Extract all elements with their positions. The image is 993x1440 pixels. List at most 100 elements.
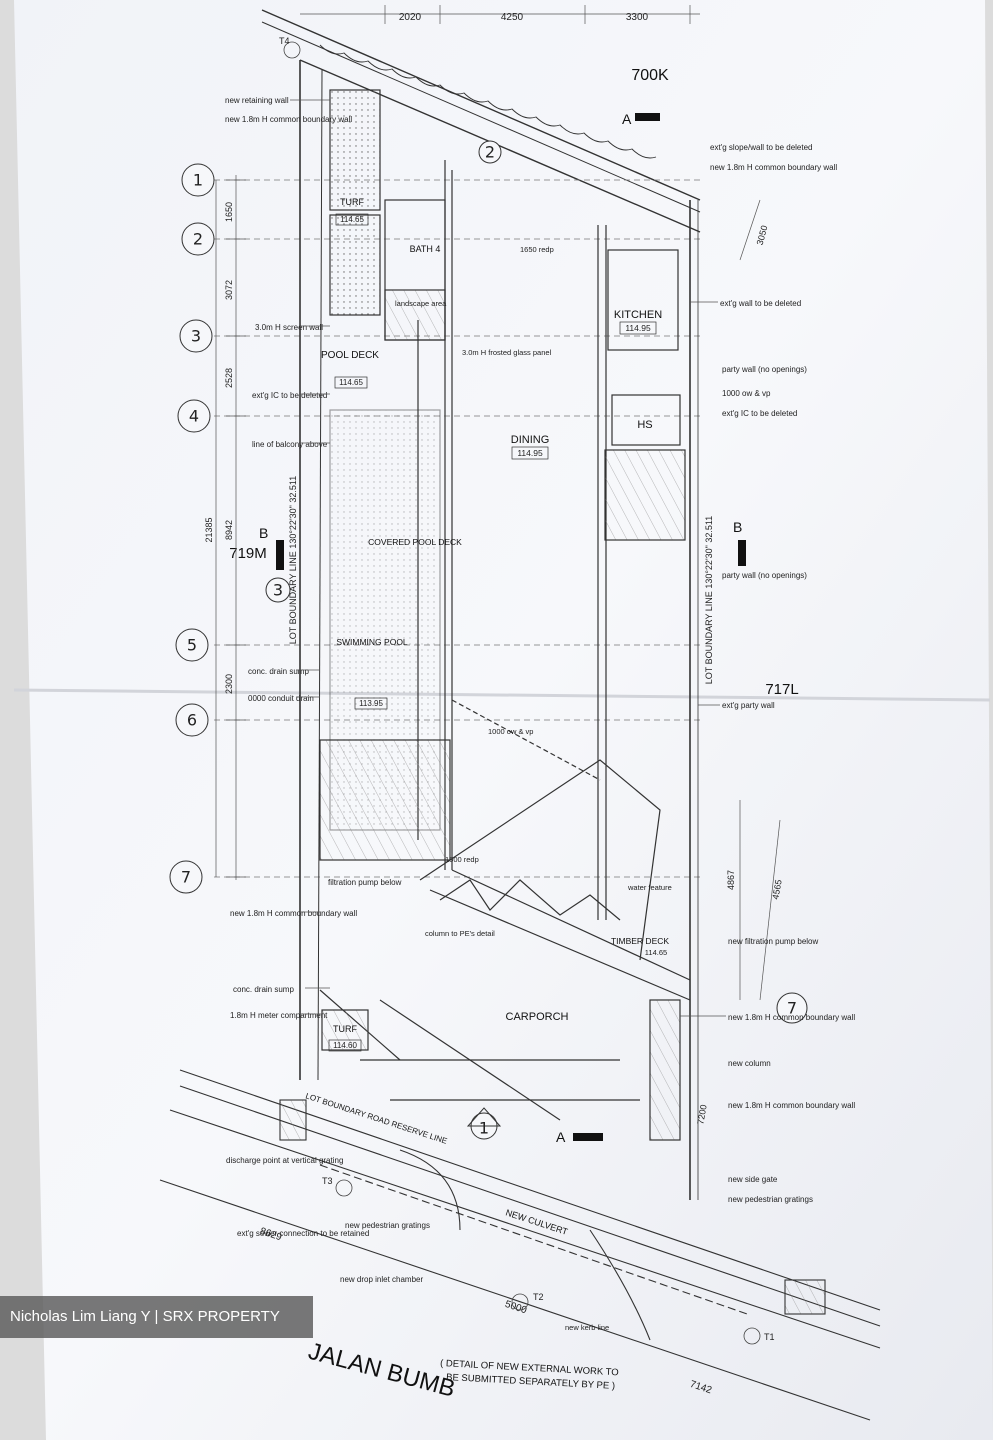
grid-axis-labels: 1 2 3 4 5 6 7 7 xyxy=(169,163,808,1024)
tree-t2: T2 xyxy=(533,1292,544,1302)
callout-left-6: conc. drain sump xyxy=(248,667,309,676)
room-timber-deck: TIMBER DECK 114.65 xyxy=(611,936,669,957)
callout-center-7: water feature xyxy=(627,883,672,892)
room-hs: HS xyxy=(637,419,652,431)
callout-center-3: landscape area xyxy=(395,299,447,308)
top-dim-2: 4250 xyxy=(501,12,524,23)
callout-right-9: new filtration pump below xyxy=(728,937,818,946)
grid-axis-4: 4 xyxy=(189,407,199,426)
svg-text:114.65: 114.65 xyxy=(340,215,364,224)
lot-label-right: 717L xyxy=(765,681,798,698)
room-pool-deck: POOL DECK 114.65 xyxy=(321,350,379,389)
callout-right-10: new 1.8m H common boundary wall xyxy=(728,1013,855,1022)
callout-center-1: 3.0m H frosted glass panel xyxy=(462,348,552,357)
left-dim-4: 8942 xyxy=(224,520,234,540)
callout-center-6: 1000 ow & vp xyxy=(488,727,533,736)
callout-right-5: 1000 ow & vp xyxy=(722,389,771,398)
callout-right-7: party wall (no openings) xyxy=(722,571,807,580)
left-dim-6: 2300 xyxy=(224,674,234,694)
callout-left-3: 3.0m H screen wall xyxy=(255,323,323,332)
svg-text:113.95: 113.95 xyxy=(359,699,383,708)
callouts-left: new retaining wall new 1.8m H common bou… xyxy=(225,96,430,1284)
top-dim-3: 3300 xyxy=(626,12,649,23)
callout-right-2: new 1.8m H common boundary wall xyxy=(710,163,837,172)
callout-left-2: new 1.8m H common boundary wall xyxy=(225,115,352,124)
section-circle-2: 2 xyxy=(478,140,502,164)
callout-center-2: 1650 redp xyxy=(520,245,554,254)
callout-left-15: new drop inlet chamber xyxy=(340,1275,423,1284)
callout-center-4: column to PE's detail xyxy=(425,929,495,938)
room-swimming-pool: SWIMMING POOL 113.95 xyxy=(336,637,408,710)
svg-text:1: 1 xyxy=(479,1119,489,1138)
svg-text:114.95: 114.95 xyxy=(625,323,651,333)
section-marker-b-right: B xyxy=(733,519,746,566)
callout-left-5: line of balcony above xyxy=(252,440,328,449)
callout-left-8: filtration pump below xyxy=(328,878,402,887)
callout-left-9: new 1.8m H common boundary wall xyxy=(230,909,357,918)
grid-axis-6: 6 xyxy=(187,711,197,730)
grid-axis-1: 1 xyxy=(193,171,203,190)
right-boundary-label: LOT BOUNDARY LINE 130°22'30" 32.511 xyxy=(704,516,714,684)
svg-text:114.95: 114.95 xyxy=(517,448,543,458)
road-reserve xyxy=(159,1069,881,1421)
section-marker-b-left: B xyxy=(259,525,284,570)
callout-right-6: ext'g IC to be deleted xyxy=(722,409,797,418)
grid-axis-7-right: 7 xyxy=(787,999,797,1018)
svg-text:POOL DECK: POOL DECK xyxy=(321,350,379,361)
interior-walls xyxy=(319,89,691,1141)
callout-right-4: party wall (no openings) xyxy=(722,365,807,374)
callout-left-13: ext'g sewer connection to be retained xyxy=(237,1229,369,1238)
elevation-circle: 1 xyxy=(466,1107,502,1140)
callout-right-14: new pedestrian gratings xyxy=(728,1195,813,1204)
svg-text:114.65: 114.65 xyxy=(339,378,363,387)
grid-lines xyxy=(214,179,700,878)
callout-right-8: ext'g party wall xyxy=(722,701,775,710)
tree-t3: T3 xyxy=(322,1176,333,1186)
grid-axis-3: 3 xyxy=(191,327,201,346)
svg-text:DINING: DINING xyxy=(511,434,550,446)
room-kitchen: KITCHEN 114.95 xyxy=(614,309,662,335)
tree-t4: T4 xyxy=(279,36,290,46)
section-circle: 3 xyxy=(265,577,291,603)
tree-t1: T1 xyxy=(764,1332,775,1342)
svg-text:TURF: TURF xyxy=(333,1024,357,1034)
left-boundary-label: LOT BOUNDARY LINE 130°22'30" 32.511 xyxy=(288,476,298,644)
svg-text:A: A xyxy=(556,1129,566,1145)
callout-right-12: new 1.8m H common boundary wall xyxy=(728,1101,855,1110)
left-dimensions: 1650 3072 2528 8942 21385 2300 xyxy=(204,175,246,880)
paper-fold xyxy=(13,688,991,702)
svg-text:SWIMMING POOL: SWIMMING POOL xyxy=(336,637,408,647)
top-dimension-strip: 2020 4250 3300 xyxy=(300,5,700,24)
svg-text:B: B xyxy=(733,519,742,535)
room-dining: DINING 114.95 xyxy=(511,434,550,460)
right-dim-4: 7200 xyxy=(695,1104,708,1125)
svg-text:TURF: TURF xyxy=(340,197,364,207)
svg-text:KITCHEN: KITCHEN xyxy=(614,309,662,321)
lot-label-left: 719M xyxy=(229,545,267,562)
agent-watermark: Nicholas Lim Liang Y | SRX PROPERTY xyxy=(0,1296,313,1338)
right-dimensions: 3050 4867 4565 7200 xyxy=(695,199,784,1125)
trees: T4 T3 T2 T1 xyxy=(279,36,775,1345)
right-dim-3: 4565 xyxy=(770,879,783,900)
top-dim-1: 2020 xyxy=(399,12,422,23)
svg-text:114.60: 114.60 xyxy=(333,1041,357,1050)
left-dim-2: 3072 xyxy=(224,280,234,300)
room-turf-top: TURF 114.65 xyxy=(335,197,369,226)
left-dim-5: 21385 xyxy=(204,517,214,542)
room-covered-pool-deck: COVERED POOL DECK xyxy=(368,537,462,547)
right-dim-2: 4867 xyxy=(726,870,736,890)
left-dim-3: 2528 xyxy=(224,368,234,388)
callout-center-8: new kerb line xyxy=(565,1323,609,1332)
callout-left-10: conc. drain sump xyxy=(233,985,294,994)
grid-axis-5: 5 xyxy=(187,636,197,655)
grid-axis-7: 7 xyxy=(181,868,191,887)
section-marker-a-bottom: A xyxy=(556,1129,603,1145)
room-bath4: BATH 4 xyxy=(410,244,441,254)
callout-left-12: discharge point at vertical grating xyxy=(226,1156,343,1165)
lot-label-top: 700K xyxy=(631,67,669,84)
svg-text:2: 2 xyxy=(485,143,495,162)
svg-text:3: 3 xyxy=(273,581,283,600)
svg-text:114.65: 114.65 xyxy=(645,948,667,957)
callout-left-1: new retaining wall xyxy=(225,96,289,105)
